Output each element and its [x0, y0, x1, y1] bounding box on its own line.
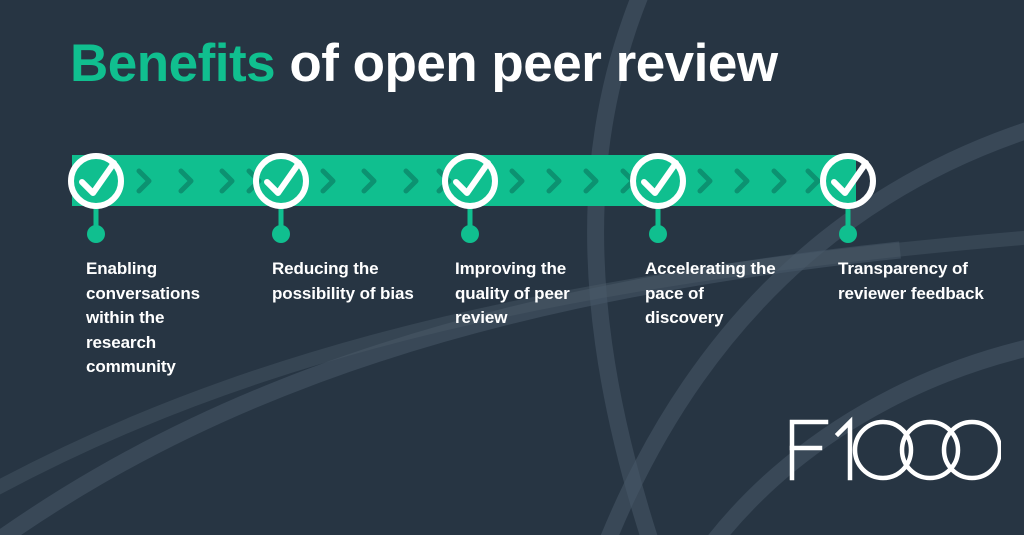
page-title: Benefits of open peer review: [70, 36, 778, 92]
progress-bar: [72, 155, 856, 206]
chevron-right-icon: [219, 168, 235, 194]
marker-dot-2: [272, 225, 290, 243]
chevron-right-icon: [403, 168, 419, 194]
chevron-right-icon: [583, 168, 599, 194]
step-label-4: Accelerating the pace of discovery: [645, 259, 776, 327]
marker-dot-3: [461, 225, 479, 243]
logo-digit-zero-1: [852, 419, 914, 481]
chevron-right-icon: [771, 168, 787, 194]
check-circle-icon: [442, 153, 498, 209]
marker-dot-5: [839, 225, 857, 243]
chevron-right-icon: [805, 168, 821, 194]
logo-letter-f: [789, 419, 829, 481]
logo-digit-one: [834, 416, 853, 481]
title-rest: of open peer review: [275, 34, 778, 93]
marker-dot-4: [649, 225, 667, 243]
chevron-right-icon: [697, 168, 713, 194]
f1000-logo: [789, 416, 1001, 481]
chevron-right-icon: [320, 168, 336, 194]
chevron-right-icon: [509, 168, 525, 194]
step-label-3: Improving the quality of peer review: [455, 259, 570, 327]
step-label-1: Enabling conversations within the resear…: [86, 259, 200, 376]
check-circle-icon: [820, 153, 876, 209]
logo-digit-zero-2: [899, 419, 961, 481]
check-circle-icon: [68, 153, 124, 209]
chevron-right-icon: [734, 168, 750, 194]
step-label-2: Reducing the possibility of bias: [272, 259, 414, 303]
chevron-right-icon: [546, 168, 562, 194]
chevron-right-icon: [436, 168, 452, 194]
marker-dot-1: [87, 225, 105, 243]
title-accent-word: Benefits: [70, 34, 276, 93]
chevron-right-icon: [361, 168, 377, 194]
step-label-5: Transparency of reviewer feedback: [838, 259, 984, 303]
check-circle-icon: [630, 153, 686, 209]
chevron-right-icon: [136, 168, 152, 194]
logo-digit-zero-3: [941, 419, 1001, 481]
check-circle-icon: [253, 153, 309, 209]
chevron-right-icon: [178, 168, 194, 194]
